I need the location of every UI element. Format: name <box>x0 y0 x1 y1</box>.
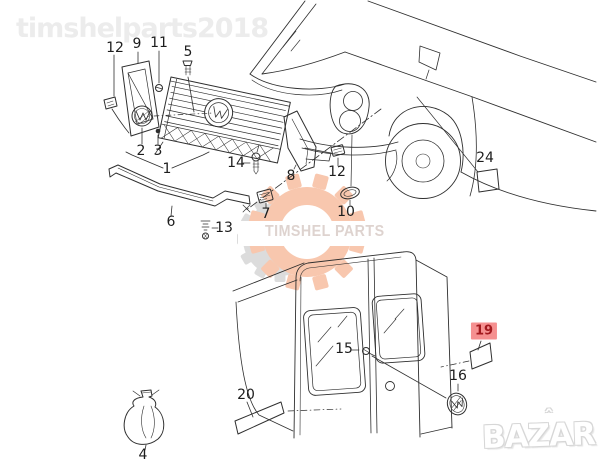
part-callout-9: 9 <box>132 36 142 52</box>
clip-7-part <box>242 188 274 213</box>
part-callout-12-top: 12 <box>106 40 124 56</box>
sticker-19-part <box>440 340 493 370</box>
part-callout-5: 5 <box>183 44 193 60</box>
front-reference-line <box>244 108 382 212</box>
part-callout-12-mid: 12 <box>328 164 346 180</box>
part-callout-20: 20 <box>237 387 255 403</box>
gear-watermark-icon <box>237 173 418 291</box>
screw-14-part <box>242 144 261 175</box>
clip-12-top-part <box>103 54 130 134</box>
part-callout-4: 4 <box>138 447 148 463</box>
part-callout-8: 8 <box>286 168 296 184</box>
bumper-strip-part <box>108 164 251 217</box>
part-callout-24: 24 <box>476 150 494 166</box>
clip-13-part <box>200 220 219 240</box>
clip-12-mid-part <box>330 144 346 167</box>
part-callout-16: 16 <box>449 368 467 384</box>
sticker-20-part <box>234 401 342 435</box>
front-emblem-part <box>125 105 214 169</box>
bazar-logo-caret-accent: ˆ <box>543 406 554 429</box>
trim-panel-8-part <box>283 110 332 172</box>
part-callout-14: 14 <box>227 155 245 171</box>
part-callout-19-highlighted: 19 <box>470 322 498 340</box>
grommet-10-part <box>340 134 360 206</box>
part-callout-1: 1 <box>162 161 172 177</box>
watermark-shopname: timshelparts2018 <box>16 13 269 44</box>
watermark-brand-text: TIMSHEL PARTS <box>265 223 385 240</box>
paint-bag-part <box>123 389 165 451</box>
part-callout-13: 13 <box>215 220 233 236</box>
rear-emblem-part <box>446 383 468 416</box>
part-callout-6: 6 <box>166 214 176 230</box>
screw-11-part <box>155 50 163 92</box>
bazar-logo: BAZAR ˆ <box>481 406 596 456</box>
part-callout-15: 15 <box>335 341 353 357</box>
part-callout-7: 7 <box>261 206 271 222</box>
screw-5-part <box>182 60 195 113</box>
screw-15-part <box>351 347 447 399</box>
part-callout-3: 3 <box>153 143 163 159</box>
part-callout-11: 11 <box>150 35 168 51</box>
part-callout-2: 2 <box>136 143 146 159</box>
bazar-logo-text: BAZAR <box>481 416 596 456</box>
sticker-24-part <box>416 96 500 193</box>
part-callout-10: 10 <box>337 204 355 220</box>
front-grille-part <box>157 76 291 164</box>
van-front-drawing <box>249 0 597 212</box>
